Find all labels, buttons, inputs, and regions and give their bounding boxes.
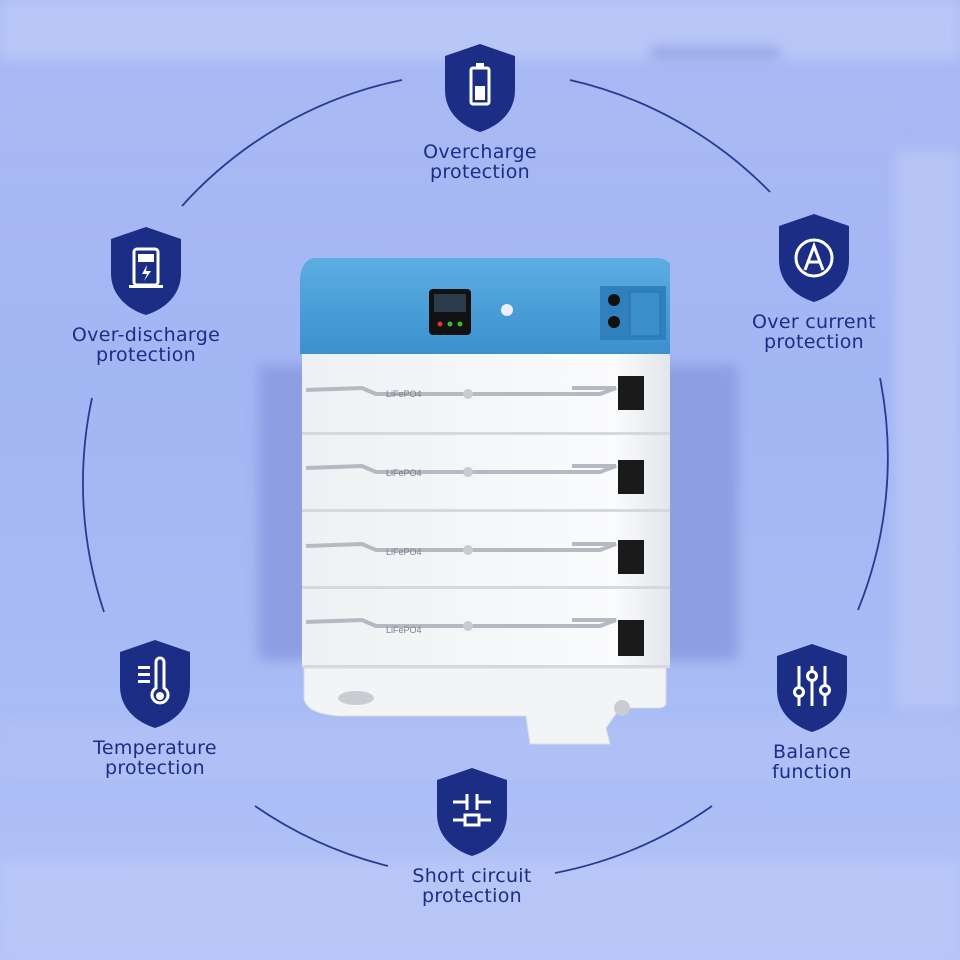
- thermometer-icon: [120, 640, 190, 728]
- ammeter-icon: [779, 214, 849, 302]
- battery-module-3: LiFePO4: [302, 512, 670, 589]
- feature-over-discharge-label: Over-discharge protection: [71, 324, 221, 366]
- feature-temperature: Temperature protection: [45, 638, 265, 778]
- feature-overcharge: Overcharge protection: [370, 42, 590, 182]
- background-floor: [0, 720, 960, 780]
- background-lamp: [650, 48, 780, 58]
- battery-module-4: LiFePO4: [302, 589, 670, 668]
- charging-station-icon: [111, 227, 181, 315]
- battery-control-cap: [300, 258, 670, 354]
- battery-module-2: LiFePO4: [302, 435, 670, 512]
- feature-over-current: Over current protection: [704, 212, 924, 352]
- background-shelf: [895, 150, 960, 710]
- feature-over-current-label: Over current protection: [752, 311, 876, 353]
- battery-module-1: LiFePO4: [302, 354, 670, 435]
- svg-text:LiFePO4: LiFePO4: [386, 468, 422, 478]
- battery-icon: [445, 44, 515, 132]
- equalizer-sliders-icon: [777, 644, 847, 732]
- circuit-icon: [437, 768, 507, 856]
- feature-overcharge-label: Overcharge protection: [423, 141, 537, 183]
- battery-stack-product: LiFePO4 LiFePO4 LiFePO4 LiFePO4: [300, 258, 670, 745]
- feature-balance: Balance function: [702, 642, 922, 782]
- feature-short-circuit: Short circuit protection: [362, 766, 582, 906]
- feature-balance-label: Balance function: [771, 741, 852, 783]
- svg-text:LiFePO4: LiFePO4: [386, 625, 422, 635]
- feature-short-circuit-label: Short circuit protection: [412, 865, 532, 907]
- battery-base: [303, 667, 667, 745]
- svg-text:LiFePO4: LiFePO4: [386, 389, 422, 399]
- feature-over-discharge: Over-discharge protection: [36, 225, 256, 365]
- background-floor-front: [0, 860, 960, 960]
- feature-temperature-label: Temperature protection: [93, 737, 217, 779]
- svg-text:LiFePO4: LiFePO4: [386, 547, 422, 557]
